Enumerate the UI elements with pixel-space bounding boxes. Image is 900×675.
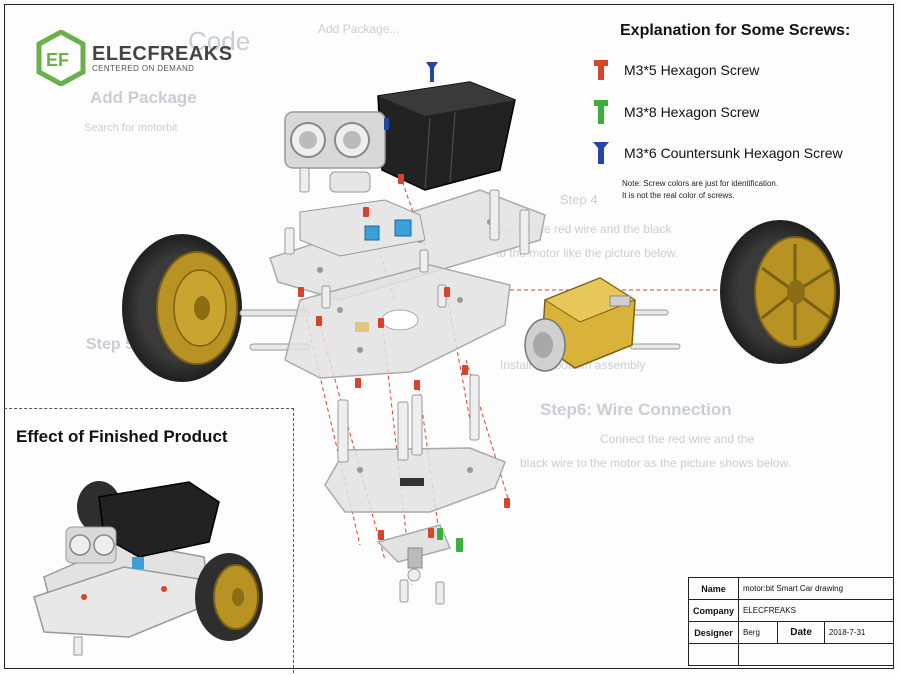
table-row: Company ELECFREAKS xyxy=(687,599,894,622)
company-value: ELECFREAKS xyxy=(738,599,894,622)
green-screws xyxy=(437,528,463,552)
ghost-black-wire: black wire to the motor as the picture s… xyxy=(520,456,791,470)
lower-chassis-plate xyxy=(324,447,506,513)
logo-tagline: CENTERED ON DEMAND xyxy=(92,64,195,73)
designer-value: Berg xyxy=(738,621,779,644)
date-label: Date xyxy=(777,621,825,644)
ghost-step6: Step6: Wire Connection xyxy=(540,400,732,419)
title-block-table: Name motor:bit Smart Car drawing Company… xyxy=(687,577,895,666)
legend-item-m3x8: M3*8 Hexagon Screw xyxy=(592,98,759,126)
date-value: 2018-7-31 xyxy=(823,621,895,644)
ghost-code: Code xyxy=(188,26,251,56)
ghost-step4: Step 4 xyxy=(560,192,598,207)
red-screws xyxy=(298,174,510,540)
legend-item-m3x6: M3*6 Countersunk Hexagon Screw xyxy=(592,140,843,166)
screw-legend: Explanation for Some Screws: M3*5 Hexago… xyxy=(592,22,882,200)
table-row: Designer Berg Date 2018-7-31 xyxy=(687,621,895,644)
ghost-add-package: Add Package xyxy=(90,88,197,107)
elecfreaks-logo: EF ELECFREAKS CENTERED ON DEMAND xyxy=(36,30,233,86)
middle-chassis-plate xyxy=(284,264,511,379)
legend-label-m3x8: M3*8 Hexagon Screw xyxy=(624,104,760,120)
logo-mark-icon: EF xyxy=(36,30,86,86)
table-row: Name motor:bit Smart Car drawing xyxy=(687,577,894,600)
name-label: Name xyxy=(687,577,740,600)
page-border xyxy=(4,4,894,669)
blue-countersunk-screw-icon xyxy=(593,142,609,164)
legend-note-line2: It is not the real color of screws. xyxy=(622,191,735,200)
legend-label-m3x5: M3*5 Hexagon Screw xyxy=(624,62,760,78)
ghost-search: Search for motorbit xyxy=(84,122,178,134)
svg-text:EF: EF xyxy=(46,50,69,70)
gear-motor xyxy=(524,277,637,372)
ultrasonic-sensor xyxy=(284,111,386,193)
finished-car-illustration xyxy=(33,481,263,656)
battery-box xyxy=(377,81,516,191)
finished-product-panel: Effect of Finished Product xyxy=(4,408,294,673)
line-sensor-boards xyxy=(299,199,426,257)
company-label: Company xyxy=(687,599,740,622)
red-hexagon-screw-icon xyxy=(594,60,608,80)
ghost-connect: Connect the red wire and the xyxy=(600,432,755,446)
designer-label: Designer xyxy=(687,621,740,644)
legend-item-m3x5: M3*5 Hexagon Screw xyxy=(592,58,759,82)
ghost-step5: Step 5 xyxy=(86,336,135,353)
legend-label-m3x6: M3*6 Countersunk Hexagon Screw xyxy=(624,145,843,161)
axle-bolts xyxy=(239,309,681,351)
ghost-motor-like: to the motor like the picture below. xyxy=(496,246,679,260)
ghost-add-package-small: Add Package... xyxy=(318,22,400,36)
finished-product-title: Effect of Finished Product xyxy=(16,427,228,446)
legend-title: Explanation for Some Screws: xyxy=(620,22,851,39)
table-row xyxy=(687,643,894,666)
legend-note-line1: Note: Screw colors are just for identifi… xyxy=(622,179,779,188)
name-value: motor:bit Smart Car drawing xyxy=(738,577,894,600)
green-hexagon-screw-icon xyxy=(594,100,608,124)
logo-name: ELECFREAKS xyxy=(92,43,233,65)
left-wheel xyxy=(122,234,242,382)
blue-screws xyxy=(384,62,438,130)
legend-note: Note: Screw colors are just for identifi… xyxy=(622,178,778,202)
right-wheel xyxy=(720,220,840,364)
